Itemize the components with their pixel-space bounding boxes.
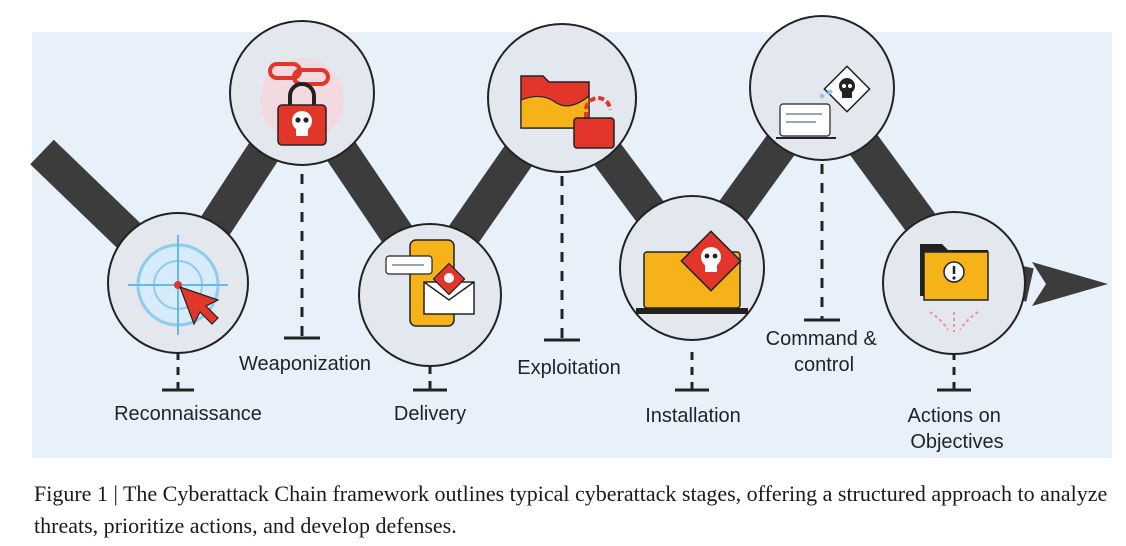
label-actions-objectives: Actions on Objectives: [908, 405, 1007, 453]
target-crosshair-icon: [128, 235, 228, 335]
folder-unlocked-icon: [520, 75, 615, 149]
figure-caption: Figure 1 | The Cyberattack Chain framewo…: [34, 481, 1108, 538]
label-weaponization: Weaponization: [239, 353, 371, 375]
locked-skull-icon: [260, 58, 344, 146]
connector-command-control: [804, 164, 840, 322]
connector-actions-objectives: [937, 352, 971, 392]
connector-delivery: [413, 366, 447, 392]
remote-skull-icon: [776, 65, 871, 139]
label-installation: Installation: [645, 405, 741, 427]
connector-installation: [675, 352, 709, 392]
cyberattack-chain-diagram: Reconnaissance Weaponization Delivery Ex…: [30, 15, 1112, 458]
connector-reconnaissance: [162, 352, 194, 392]
stage-node-command-control: [749, 15, 895, 161]
stage-node-installation: [619, 195, 765, 341]
stage-node-reconnaissance: [107, 212, 249, 354]
label-exploitation: Exploitation: [517, 357, 620, 379]
connector-weaponization: [284, 174, 320, 340]
chain-arrow-head: [1032, 262, 1108, 306]
connector-exploitation: [544, 176, 580, 342]
stage-node-weaponization: [229, 20, 375, 166]
stage-node-actions-objectives: [882, 211, 1026, 355]
folder-alert-icon: [920, 244, 989, 332]
stage-node-delivery: [358, 223, 502, 367]
laptop-skull-icon: [636, 230, 748, 314]
stage-node-exploitation: [487, 23, 637, 173]
label-delivery: Delivery: [394, 403, 466, 425]
phone-infected-email-icon: [385, 239, 475, 327]
label-reconnaissance: Reconnaissance: [114, 403, 262, 425]
label-command-control: Command & control: [766, 328, 883, 376]
